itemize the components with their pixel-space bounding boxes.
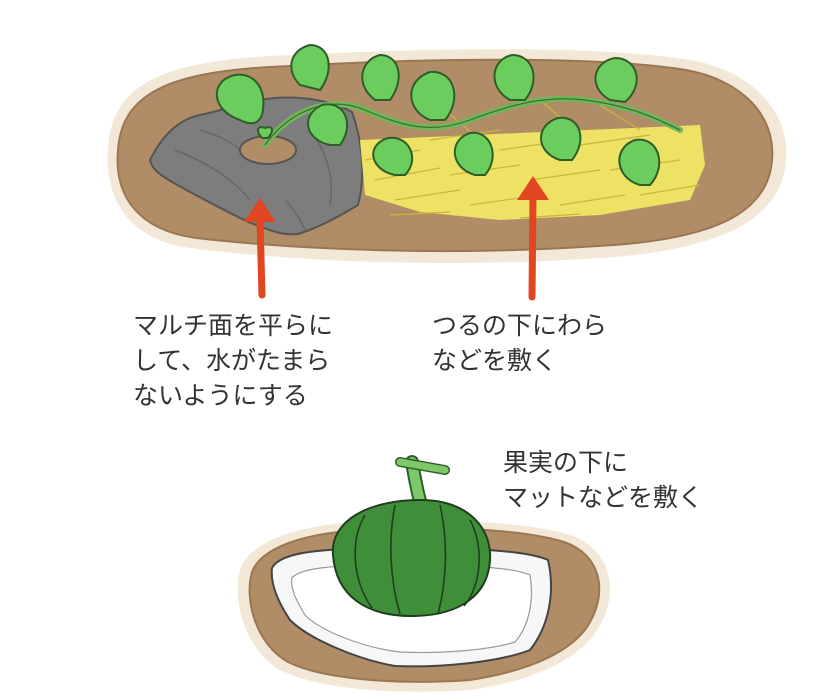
label-mat-note: 果実の下に マットなどを敷く bbox=[503, 445, 703, 515]
label-mulch-note: マルチ面を平らに して、水がたまら ないようにする bbox=[133, 308, 333, 413]
label-line: マットなどを敷く bbox=[503, 483, 704, 512]
arrow-up-icon bbox=[244, 198, 276, 299]
label-line: などを敷く bbox=[432, 346, 558, 375]
vine-leaf-illustration bbox=[215, 43, 683, 186]
label-straw-note: つるの下にわら などを敷く bbox=[432, 308, 607, 378]
label-line: 果実の下に bbox=[503, 448, 629, 477]
label-line: して、水がたまら bbox=[133, 346, 331, 375]
label-line: ないようにする bbox=[133, 381, 308, 410]
pumpkin-illustration bbox=[331, 455, 492, 618]
arrow-up-icon bbox=[517, 176, 549, 301]
label-line: つるの下にわら bbox=[432, 311, 608, 340]
label-line: マルチ面を平らに bbox=[133, 311, 334, 340]
